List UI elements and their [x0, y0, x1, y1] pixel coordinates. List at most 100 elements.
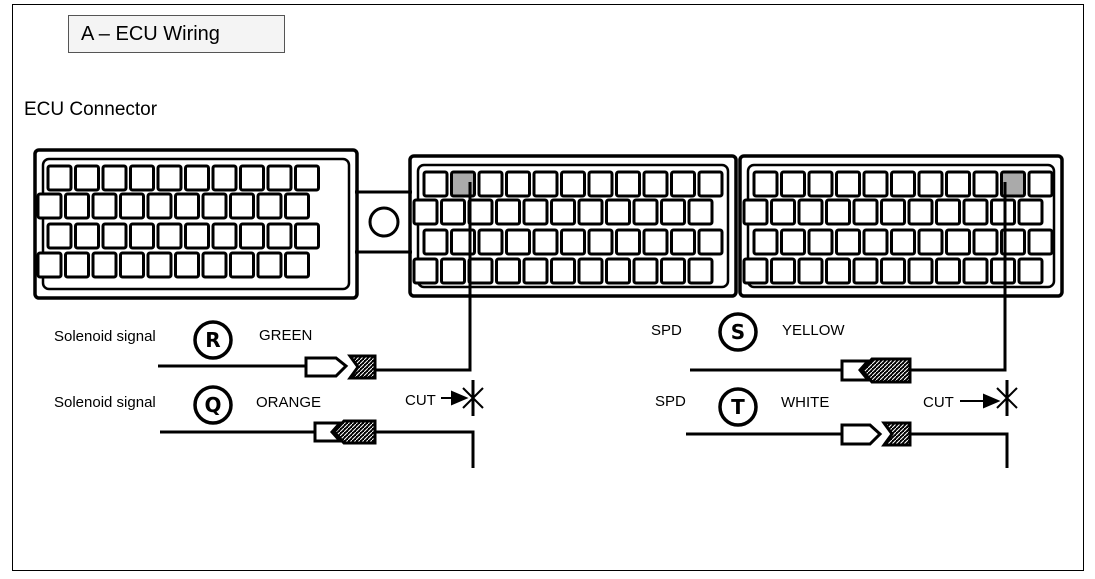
code-circle-t — [718, 387, 758, 427]
connector-pin — [615, 170, 641, 198]
connector-pin — [1017, 257, 1044, 285]
connector-pin — [229, 192, 255, 220]
connector-pin — [605, 198, 631, 226]
wire-r-code: R — [205, 328, 220, 352]
connector-block-3-inner — [746, 163, 1056, 289]
connector-pin — [266, 222, 293, 250]
connector-pin — [962, 198, 989, 226]
connector-pin — [972, 228, 999, 256]
connector-pin — [825, 198, 851, 226]
wire-s-code: S — [731, 320, 745, 344]
connector-pin — [632, 257, 659, 285]
connector-pin — [1027, 228, 1054, 256]
connector-pin — [294, 164, 320, 192]
connector-pin — [560, 170, 586, 198]
connector-pin — [440, 257, 466, 285]
connector-pin — [422, 228, 449, 256]
connector-pin — [146, 192, 173, 220]
joint-connector-q — [313, 419, 377, 445]
wire-t-code: T — [731, 395, 745, 419]
connector-pin — [74, 222, 100, 250]
connector-bridge — [355, 190, 412, 254]
connector-pin — [284, 192, 310, 220]
connector-pin — [211, 222, 238, 250]
connector-pin — [835, 228, 861, 256]
connector-pin — [532, 170, 559, 198]
connector-pin — [880, 198, 906, 226]
connector-pin — [862, 170, 889, 198]
connector-pin — [201, 192, 228, 220]
wire-r-signal: Solenoid signal — [54, 328, 156, 345]
connector-pin — [184, 164, 210, 192]
connector-pin — [184, 222, 210, 250]
connector-pin — [505, 228, 531, 256]
connector-pin — [615, 228, 641, 256]
connector-pin — [825, 257, 851, 285]
connector-pin — [495, 257, 521, 285]
highlighted-pin — [1000, 170, 1026, 198]
connector-pin — [587, 228, 614, 256]
connector-pin — [256, 192, 283, 220]
connector-block-2 — [408, 154, 738, 298]
connector-pin — [229, 251, 255, 279]
connector-pin — [101, 164, 128, 192]
connector-pin — [129, 164, 155, 192]
connector-pin — [935, 198, 961, 226]
connector-pin — [907, 257, 934, 285]
connector-pin — [101, 222, 128, 250]
cut-mark-left — [441, 387, 484, 409]
connector-pin — [64, 192, 90, 220]
connector-pin — [495, 198, 521, 226]
connector-pin — [687, 198, 714, 226]
connector-pin — [174, 251, 200, 279]
connector-pin — [1027, 170, 1054, 198]
connector-block-3 — [738, 154, 1064, 298]
connector-pin — [605, 257, 631, 285]
connector-pin — [962, 257, 989, 285]
connector-pin — [467, 257, 494, 285]
connector-block-1-inner — [41, 157, 351, 291]
connector-pin — [129, 222, 155, 250]
connector-pin — [890, 170, 916, 198]
joint-connector-s — [840, 357, 912, 384]
connector-pin — [174, 192, 200, 220]
connector-pin — [670, 170, 696, 198]
mounting-hole — [368, 206, 400, 238]
connector-pin — [990, 257, 1016, 285]
connector-pin — [266, 164, 293, 192]
connector-pin — [862, 228, 889, 256]
connector-pin — [697, 228, 724, 256]
connector-pin — [632, 198, 659, 226]
wire-t-color: WHITE — [781, 394, 829, 411]
joint-connector-r — [304, 354, 377, 380]
connector-pin — [780, 228, 806, 256]
wires — [158, 182, 1009, 468]
connector-pin — [852, 198, 879, 226]
connector-pin — [742, 198, 769, 226]
connector-pin — [780, 170, 806, 198]
connector-pin — [239, 164, 265, 192]
code-circle-s — [718, 312, 758, 352]
connector-pin — [642, 170, 669, 198]
connector-pin — [835, 170, 861, 198]
connector-block-1 — [33, 148, 359, 300]
wire-s-ecu-side — [910, 182, 1007, 372]
connector-pin — [972, 170, 999, 198]
connector-pin — [1017, 198, 1044, 226]
connector-pin — [156, 164, 183, 192]
connector-pin — [697, 170, 724, 198]
connector-pin — [119, 192, 145, 220]
connector-pin — [807, 228, 834, 256]
connector-pin — [201, 251, 228, 279]
connector-pin — [522, 198, 549, 226]
connector-pin — [935, 257, 961, 285]
connector-pin — [807, 170, 834, 198]
wire-s-color: YELLOW — [782, 322, 845, 339]
connector-pin — [852, 257, 879, 285]
connector-block-2-inner — [416, 163, 730, 289]
connector-pin — [36, 251, 63, 279]
connector-pin — [660, 257, 686, 285]
connector-pin — [36, 192, 63, 220]
connector-pin — [294, 222, 320, 250]
connector-pin — [550, 198, 576, 226]
